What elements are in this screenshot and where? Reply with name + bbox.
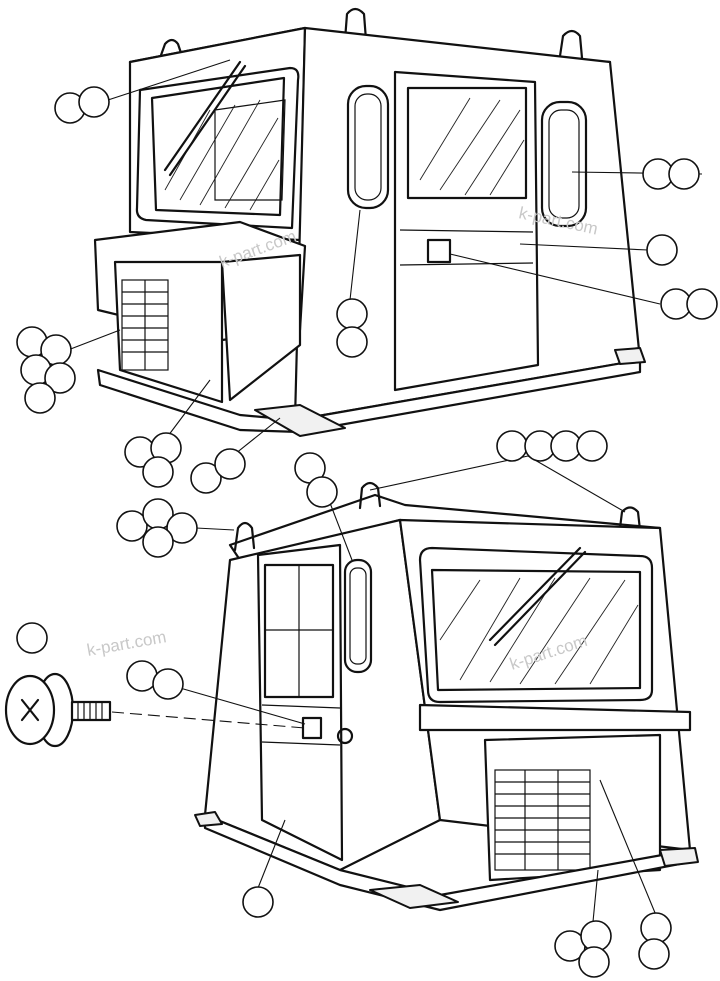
callout-bubble xyxy=(142,526,174,558)
callout-bubble xyxy=(686,288,718,320)
wiper-arm xyxy=(163,60,242,172)
callout-bubble xyxy=(496,430,528,462)
callout-bubble xyxy=(336,326,368,358)
callout-bubble xyxy=(306,476,338,508)
side-window-lower xyxy=(343,558,373,674)
callout-bubble xyxy=(190,462,222,494)
leader-lines xyxy=(67,59,703,933)
front-grille-upper xyxy=(121,279,169,371)
screw-detail xyxy=(4,672,306,748)
callout-bubble xyxy=(24,382,56,414)
cab-lower-view xyxy=(194,481,699,912)
callout-bubble xyxy=(16,622,48,654)
front-grille-lower xyxy=(494,769,591,871)
lifting-eye-center xyxy=(343,7,368,42)
callout-bubble xyxy=(578,946,610,978)
door-handle-upper xyxy=(426,238,452,264)
lifting-eye-right xyxy=(558,29,584,60)
callout-bubble xyxy=(646,234,678,266)
callout-bubble xyxy=(638,938,670,970)
door-lower xyxy=(256,543,344,862)
callout-bubble xyxy=(242,886,274,918)
callout-bubble xyxy=(78,86,110,118)
callout-bubble xyxy=(152,668,184,700)
callout-bubble xyxy=(668,158,700,190)
callout-bubble xyxy=(336,298,368,330)
callout-bubble xyxy=(116,510,148,542)
callout-bubble xyxy=(166,512,198,544)
callout-bubble xyxy=(214,448,246,480)
lifting-eye-lower-right xyxy=(618,506,642,532)
windshield-lower-hatch xyxy=(439,577,639,685)
callout-bubble xyxy=(576,430,608,462)
lifting-eye-left xyxy=(158,38,184,60)
cab-upper-view xyxy=(93,7,646,437)
wiper-arm-lower xyxy=(488,546,582,642)
watermark-text: k-part.com xyxy=(85,627,167,660)
callout-bubble xyxy=(44,362,76,394)
side-window-front-upper xyxy=(346,84,390,210)
callout-bubble xyxy=(142,456,174,488)
callout-bubbles xyxy=(16,86,718,978)
side-window-rear-upper xyxy=(540,100,588,228)
lifting-eye-lower-left xyxy=(233,521,256,552)
